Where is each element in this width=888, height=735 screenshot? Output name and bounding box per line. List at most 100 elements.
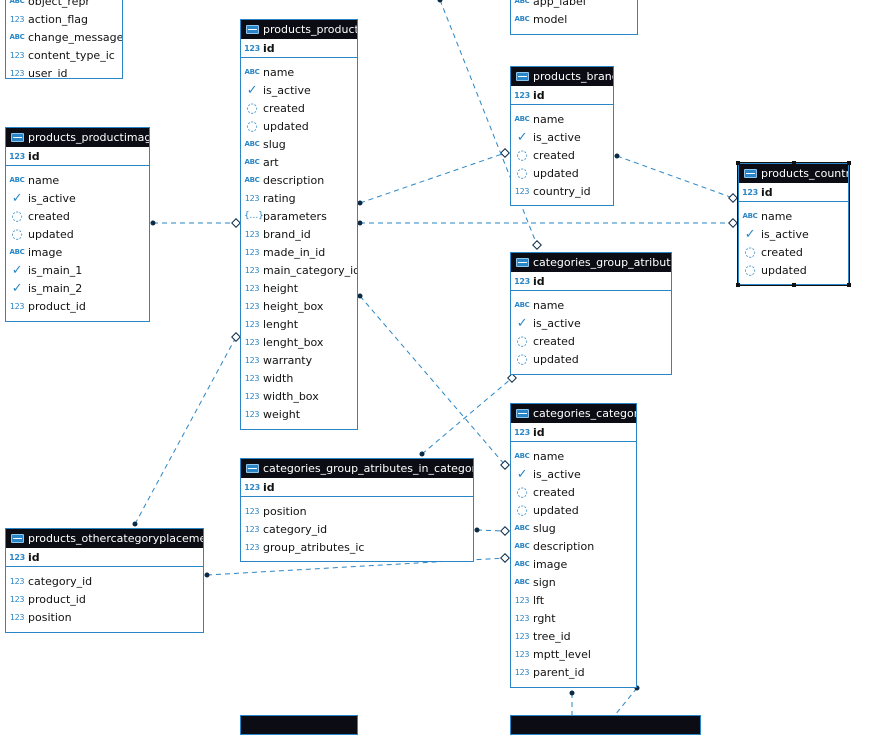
- table-header[interactable]: products_othercategoryplacement: [6, 529, 203, 548]
- column-row[interactable]: ◌updated: [739, 261, 848, 279]
- column-row[interactable]: ◌created: [739, 243, 848, 261]
- column-row[interactable]: ◌created: [6, 207, 149, 225]
- table-header[interactable]: products_productimage: [6, 128, 149, 147]
- table-header[interactable]: products_product: [241, 20, 357, 39]
- column-row[interactable]: ◌updated: [511, 164, 613, 182]
- column-row[interactable]: ✓is_active: [511, 465, 636, 483]
- column-row[interactable]: ◌created: [511, 332, 671, 350]
- column-row[interactable]: ✓is_active: [739, 225, 848, 243]
- table-header[interactable]: products_country: [739, 164, 848, 183]
- table-header[interactable]: categories_group_atributes_in_categories: [241, 459, 473, 478]
- table-header[interactable]: categories_group_atributes: [511, 253, 671, 272]
- table-categories-group-atributes-in-categories[interactable]: categories_group_atributes_in_categories…: [240, 458, 474, 562]
- table-header[interactable]: [241, 716, 357, 734]
- table-header[interactable]: [511, 716, 700, 734]
- column-row[interactable]: ◌updated: [241, 117, 357, 135]
- table-header[interactable]: products_brand: [511, 67, 613, 86]
- table-t-bottom-left[interactable]: [240, 715, 358, 735]
- column-row[interactable]: ✓is_active: [6, 189, 149, 207]
- selection-handle[interactable]: [736, 161, 740, 165]
- column-row[interactable]: ◌created: [511, 483, 636, 501]
- column-row[interactable]: ✓is_active: [511, 128, 613, 146]
- selection-handle[interactable]: [791, 161, 796, 165]
- column-row[interactable]: ✓is_active: [241, 81, 357, 99]
- column-row[interactable]: ◌updated: [511, 350, 671, 368]
- column-row[interactable]: ◌updated: [6, 225, 149, 243]
- selection-handle[interactable]: [736, 283, 740, 287]
- column-row[interactable]: ◌created: [241, 99, 357, 117]
- table-header[interactable]: categories_category: [511, 404, 636, 423]
- column-row[interactable]: {…}parameters: [241, 207, 357, 225]
- selection-handle[interactable]: [791, 283, 796, 287]
- column-row[interactable]: ◌created: [511, 146, 613, 164]
- table-t-bottom-right[interactable]: [510, 715, 701, 735]
- column-row[interactable]: ◌updated: [511, 501, 636, 519]
- selection-handle[interactable]: [847, 283, 851, 287]
- column-row[interactable]: ✓is_active: [511, 314, 671, 332]
- selection-handle[interactable]: [847, 161, 851, 165]
- column-row[interactable]: ✓is_main_2: [6, 279, 149, 297]
- column-row[interactable]: ✓is_main_1: [6, 261, 149, 279]
